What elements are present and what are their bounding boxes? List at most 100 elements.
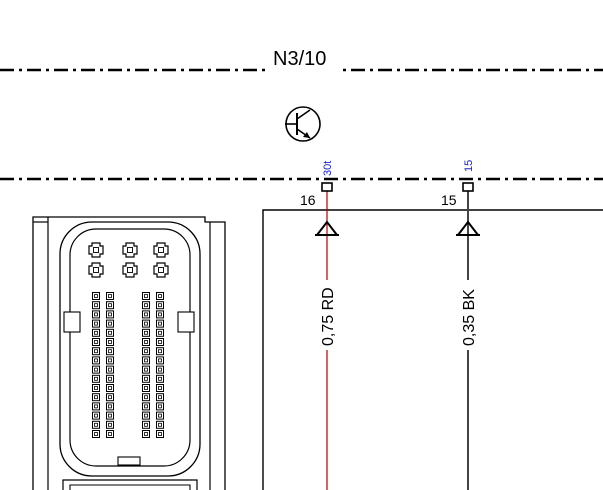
signal-cavity [92, 402, 100, 411]
signal-cavity-inner [94, 413, 98, 418]
signal-cavity-inner [158, 330, 162, 335]
signal-cavity [142, 430, 150, 438]
signal-cavity [156, 411, 164, 420]
signal-cavity-inner [94, 321, 98, 326]
signal-cavity-inner [158, 321, 162, 326]
signal-cavity-inner [94, 367, 98, 372]
wire-label-left: 0,75 RD [320, 287, 337, 346]
signal-cavity [142, 347, 150, 356]
signal-cavity [106, 301, 114, 310]
signal-cavity-inner [158, 367, 162, 372]
signal-cavity-inner [108, 386, 112, 390]
signal-cavity [92, 411, 100, 420]
signal-cavity-inner [108, 404, 112, 409]
signal-cavity [156, 356, 164, 365]
plug-arrow-icon [315, 220, 339, 236]
signal-cavity [92, 347, 100, 356]
signal-cavity-inner [144, 340, 148, 344]
signal-cavity-inner [144, 330, 148, 335]
signal-cavity [142, 310, 150, 319]
signal-cavity [92, 319, 100, 328]
plug-arrow-icon [456, 220, 480, 236]
signal-cavity [156, 365, 164, 374]
signal-cavity [106, 393, 114, 402]
signal-cavity-inner [108, 340, 112, 344]
signal-cavity [142, 338, 150, 346]
signal-cavity-inner [94, 395, 98, 400]
pin-group-left: 30t 16 0,75 RD [300, 161, 339, 490]
signal-cavity-inner [108, 367, 112, 372]
signal-cavity [106, 356, 114, 365]
signal-cavity-inner [108, 294, 112, 298]
signal-cavity [92, 420, 100, 429]
signal-cavity-inner [94, 422, 98, 427]
signal-cavity-inner [144, 349, 148, 354]
signal-cavity-inner [108, 303, 112, 308]
signal-cavity [156, 402, 164, 411]
signal-cavity-inner [158, 349, 162, 354]
signal-cavity [142, 420, 150, 429]
signal-cavity [156, 393, 164, 402]
power-cavity [153, 242, 169, 258]
signal-cavity-inner [108, 413, 112, 418]
signal-cavity-inner [94, 303, 98, 308]
signal-cavity [106, 310, 114, 319]
signal-cavity-inner [94, 330, 98, 335]
signal-cavity [106, 347, 114, 356]
signal-cavity [106, 430, 114, 438]
signal-cavity-inner [94, 312, 98, 317]
signal-cavity-inner [158, 303, 162, 308]
signal-cavity-inner [108, 312, 112, 317]
signal-cavity-inner [158, 404, 162, 409]
signal-cavity [156, 384, 164, 392]
signal-cavity [142, 328, 150, 337]
signal-cavity [92, 310, 100, 319]
signal-cavity-inner [94, 294, 98, 298]
terminal-marker-right [462, 182, 474, 192]
terminal-marker-left [321, 182, 333, 192]
signal-cavity-inner [144, 367, 148, 372]
signal-cavity [142, 374, 150, 383]
power-cavity [88, 242, 104, 258]
signal-cavity [92, 430, 100, 438]
signal-cavity [106, 374, 114, 383]
pin-number-right: 15 [441, 192, 457, 208]
signal-cavity [156, 430, 164, 438]
signal-cavity [106, 292, 114, 300]
power-cavity [122, 262, 138, 278]
signal-cavity-inner [108, 376, 112, 381]
signal-cavity [92, 365, 100, 374]
signal-cavity-inner [94, 404, 98, 409]
signal-cavity [92, 393, 100, 402]
connector-face-icon [32, 216, 226, 490]
signal-cavity-inner [158, 312, 162, 317]
signal-cavity [92, 338, 100, 346]
signal-cavity [156, 338, 164, 346]
terminal-label-left: 30t [322, 161, 334, 176]
signal-cavity-inner [144, 432, 148, 436]
signal-cavity-inner [158, 340, 162, 344]
signal-cavity [142, 393, 150, 402]
signal-cavity-inner [158, 422, 162, 427]
signal-cavity-inner [94, 386, 98, 390]
signal-cavity [92, 384, 100, 392]
signal-cavity [92, 374, 100, 383]
power-cavity [88, 262, 104, 278]
signal-cavity-inner [108, 432, 112, 436]
signal-cavity [142, 292, 150, 300]
signal-cavity-inner [108, 330, 112, 335]
signal-cavity [106, 411, 114, 420]
signal-cavity-inner [94, 340, 98, 344]
signal-cavity [142, 384, 150, 392]
signal-cavity [106, 319, 114, 328]
signal-cavity [106, 365, 114, 374]
signal-cavity [106, 402, 114, 411]
signal-cavity-inner [144, 395, 148, 400]
signal-cavity-inner [158, 376, 162, 381]
signal-cavity-inner [108, 321, 112, 326]
signal-cavity-inner [144, 312, 148, 317]
power-cavity [153, 262, 169, 278]
signal-cavity-inner [158, 358, 162, 363]
signal-cavity [106, 328, 114, 337]
